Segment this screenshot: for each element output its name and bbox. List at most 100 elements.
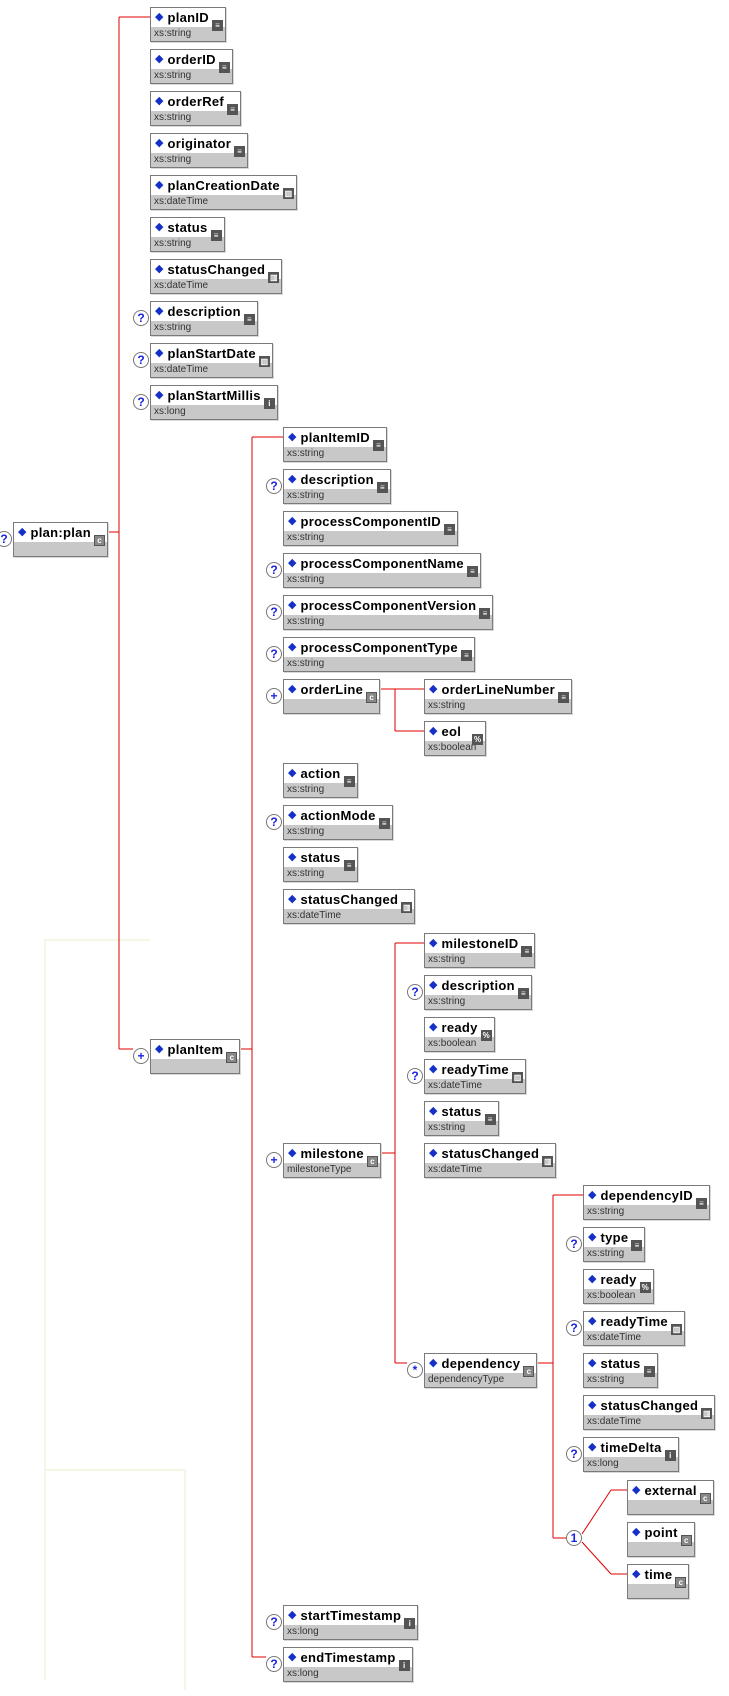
element-type: xs:string xyxy=(284,615,493,629)
optional-occurrence-icon[interactable]: ? xyxy=(566,1446,582,1462)
string-type-icon: ≡ xyxy=(210,230,222,241)
optional-occurrence-icon[interactable]: ? xyxy=(566,1320,582,1336)
element-eol[interactable]: ◆eol%xs:boolean xyxy=(424,721,486,756)
element-planStartDate[interactable]: ◆planStartDate▥xs:dateTime xyxy=(150,343,273,378)
element-header: ◆action≡ xyxy=(284,764,357,787)
element-description2[interactable]: ◆description≡xs:string xyxy=(283,469,391,504)
element-statusChanged2[interactable]: ◆statusChanged▥xs:dateTime xyxy=(283,889,416,924)
element-name: status xyxy=(300,850,341,865)
element-description3[interactable]: ◆description≡xs:string xyxy=(424,975,532,1010)
complex-type-icon: c xyxy=(680,1535,692,1546)
optional-occurrence-icon[interactable]: ? xyxy=(407,1068,423,1084)
string-type-icon: ≡ xyxy=(212,20,223,31)
element-header: ◆readyTime▥ xyxy=(425,1060,525,1083)
element-orderLineNumber[interactable]: ◆orderLineNumber≡xs:string xyxy=(424,679,573,714)
element-name: status xyxy=(600,1356,641,1371)
optional-occurrence-icon[interactable]: ? xyxy=(266,562,282,578)
element-planID[interactable]: ◆planID≡xs:string xyxy=(150,7,226,42)
element-orderID[interactable]: ◆orderID≡xs:string xyxy=(150,49,233,84)
optional-occurrence-icon[interactable]: ? xyxy=(0,531,12,547)
element-status1[interactable]: ◆status≡xs:string xyxy=(150,217,225,252)
optional-occurrence-icon[interactable]: ? xyxy=(266,814,282,830)
element-dependencyID[interactable]: ◆dependencyID≡xs:string xyxy=(583,1185,710,1220)
element-status4[interactable]: ◆status≡xs:string xyxy=(583,1353,658,1388)
element-action[interactable]: ◆action≡xs:string xyxy=(283,763,358,798)
element-status2[interactable]: ◆status≡xs:string xyxy=(283,847,358,882)
element-processComponentType[interactable]: ◆processComponentType≡xs:string xyxy=(283,637,475,672)
element-statusChanged1[interactable]: ◆statusChanged▥xs:dateTime xyxy=(150,259,283,294)
element-milestoneID[interactable]: ◆milestoneID≡xs:string xyxy=(424,933,536,968)
string-type-icon: ≡ xyxy=(643,1366,655,1377)
element-name: planCreationDate xyxy=(167,178,280,193)
element-description1[interactable]: ◆description≡xs:string xyxy=(150,301,258,336)
optional-occurrence-icon[interactable]: ? xyxy=(266,1656,282,1672)
element-ready2[interactable]: ◆ready%xs:boolean xyxy=(583,1269,654,1304)
element-status3[interactable]: ◆status≡xs:string xyxy=(424,1101,499,1136)
optional-occurrence-icon[interactable]: ? xyxy=(266,604,282,620)
element-processComponentName[interactable]: ◆processComponentName≡xs:string xyxy=(283,553,481,588)
string-type-icon: ≡ xyxy=(484,1114,496,1125)
one-or-more-occurrence-icon[interactable]: + xyxy=(266,1152,282,1168)
element-name: time xyxy=(644,1567,673,1582)
element-name: actionMode xyxy=(300,808,376,823)
element-header: ◆status≡ xyxy=(151,218,224,241)
optional-occurrence-icon[interactable]: ? xyxy=(133,352,149,368)
element-readyTime2[interactable]: ◆readyTime▥xs:dateTime xyxy=(583,1311,685,1346)
optional-occurrence-icon[interactable]: ? xyxy=(566,1236,582,1252)
string-type-icon: ≡ xyxy=(443,524,455,535)
element-statusChanged3[interactable]: ◆statusChanged▥xs:dateTime xyxy=(424,1143,557,1178)
element-type xyxy=(628,1584,689,1598)
element-processComponentID[interactable]: ◆processComponentID≡xs:string xyxy=(283,511,458,546)
element-type: xs:string xyxy=(584,1247,645,1261)
element-type[interactable]: ◆type≡xs:string xyxy=(583,1227,646,1262)
optional-occurrence-icon[interactable]: ? xyxy=(266,646,282,662)
element-statusChanged4[interactable]: ◆statusChanged▥xs:dateTime xyxy=(583,1395,716,1430)
element-ready1[interactable]: ◆ready%xs:boolean xyxy=(424,1017,495,1052)
element-type: xs:string xyxy=(584,1205,709,1219)
element-diamond-icon: ◆ xyxy=(288,557,297,569)
element-actionMode[interactable]: ◆actionMode≡xs:string xyxy=(283,805,393,840)
optional-occurrence-icon[interactable]: ? xyxy=(266,1614,282,1630)
element-processComponentVersion[interactable]: ◆processComponentVersion≡xs:string xyxy=(283,595,494,630)
one-or-more-occurrence-icon[interactable]: + xyxy=(266,688,282,704)
datetime-type-icon: ▥ xyxy=(268,272,280,283)
element-header: ◆type≡ xyxy=(584,1228,644,1251)
optional-occurrence-icon[interactable]: ? xyxy=(407,984,423,1000)
optional-occurrence-icon[interactable]: ? xyxy=(266,478,282,494)
element-diamond-icon: ◆ xyxy=(288,809,297,821)
element-name: status xyxy=(167,220,208,235)
element-readyTime1[interactable]: ◆readyTime▥xs:dateTime xyxy=(424,1059,526,1094)
element-planCreationDate[interactable]: ◆planCreationDate▥xs:dateTime xyxy=(150,175,297,210)
element-type xyxy=(284,699,380,713)
optional-occurrence-icon[interactable]: ? xyxy=(133,310,149,326)
one-or-more-occurrence-icon[interactable]: + xyxy=(133,1048,149,1064)
choice-compositor[interactable]: 1 xyxy=(566,1530,582,1546)
string-type-icon: ≡ xyxy=(466,566,478,577)
element-originator[interactable]: ◆originator≡xs:string xyxy=(150,133,249,168)
element-planItemID[interactable]: ◆planItemID≡xs:string xyxy=(283,427,387,462)
element-type: xs:string xyxy=(151,237,224,251)
element-orderRef[interactable]: ◆orderRef≡xs:string xyxy=(150,91,242,126)
element-header: ◆readyTime▥ xyxy=(584,1312,684,1335)
zero-or-more-occurrence-icon[interactable]: * xyxy=(407,1362,423,1378)
element-type: dependencyType xyxy=(425,1373,537,1387)
element-diamond-icon: ◆ xyxy=(155,389,164,401)
string-type-icon: ≡ xyxy=(376,482,388,493)
optional-occurrence-icon[interactable]: ? xyxy=(133,394,149,410)
element-name: type xyxy=(600,1230,629,1245)
